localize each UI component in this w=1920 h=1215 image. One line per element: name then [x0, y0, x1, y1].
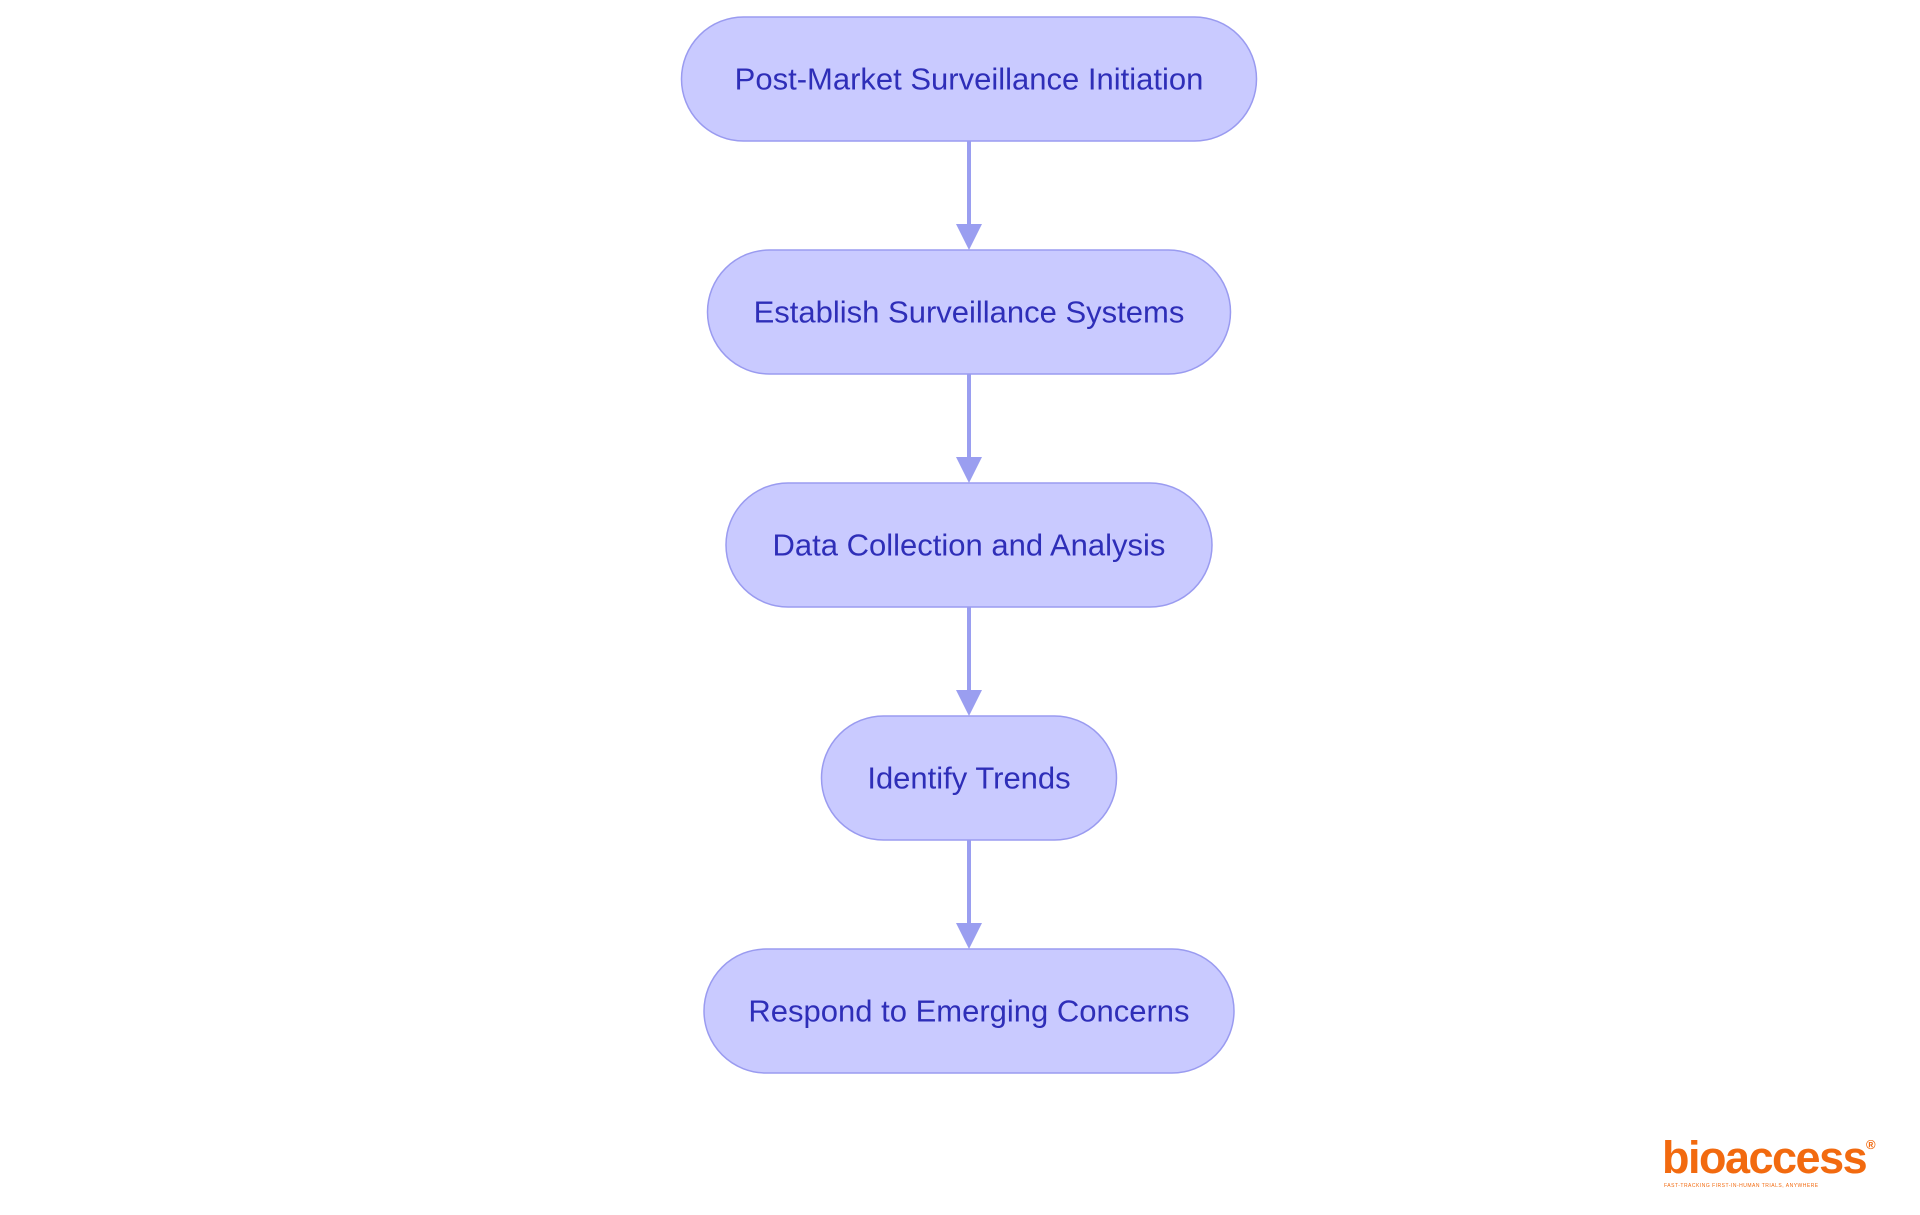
flow-node-shape [820, 715, 1118, 841]
flow-node: Establish Surveillance Systems [706, 249, 1232, 375]
bioaccess-logo: bioaccess ® FAST-TRACKING FIRST-IN-HUMAN… [1662, 1135, 1882, 1191]
flow-node: Data Collection and Analysis [725, 482, 1213, 608]
logo-tagline: FAST-TRACKING FIRST-IN-HUMAN TRIALS, ANY… [1664, 1183, 1819, 1189]
flow-node-label: Post-Market Surveillance Initiation [735, 62, 1204, 97]
flow-node-label: Identify Trends [867, 761, 1070, 796]
flow-node-shape [725, 482, 1213, 608]
flow-node-label: Establish Surveillance Systems [754, 295, 1185, 330]
flow-node-shape [706, 249, 1232, 375]
flow-node: Respond to Emerging Concerns [703, 948, 1235, 1074]
logo-wordmark: bioaccess [1662, 1132, 1868, 1183]
flow-arrowhead [956, 457, 982, 483]
flow-edge [956, 374, 982, 483]
registered-mark: ® [1866, 1137, 1876, 1152]
edges [956, 141, 982, 949]
flow-arrowhead [956, 224, 982, 250]
flow-node-label: Data Collection and Analysis [773, 528, 1166, 563]
nodes: Post-Market Surveillance InitiationEstab… [680, 16, 1258, 1074]
flow-edge [956, 607, 982, 716]
flow-node: Post-Market Surveillance Initiation [680, 16, 1258, 142]
flow-node-shape [703, 948, 1235, 1074]
flow-arrowhead [956, 690, 982, 716]
flow-arrowhead [956, 923, 982, 949]
flow-edge [956, 141, 982, 250]
flow-node-shape [680, 16, 1258, 142]
flow-node: Identify Trends [820, 715, 1118, 841]
flow-node-label: Respond to Emerging Concerns [748, 994, 1189, 1029]
flow-edge [956, 840, 982, 949]
